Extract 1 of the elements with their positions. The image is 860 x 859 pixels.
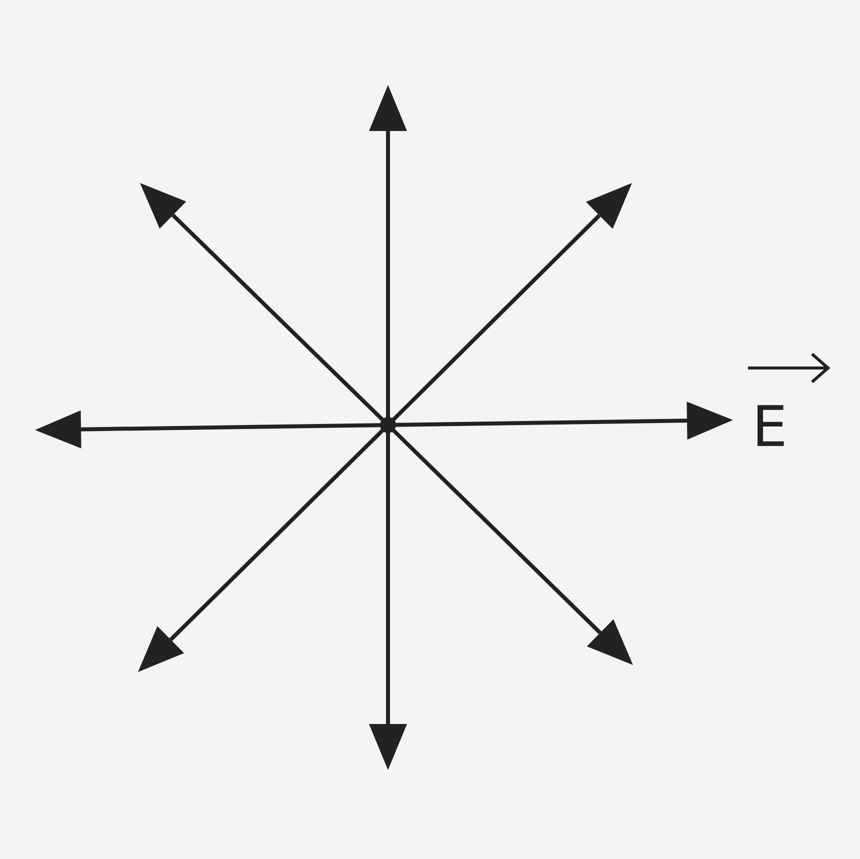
- field-symbol: E: [752, 400, 788, 456]
